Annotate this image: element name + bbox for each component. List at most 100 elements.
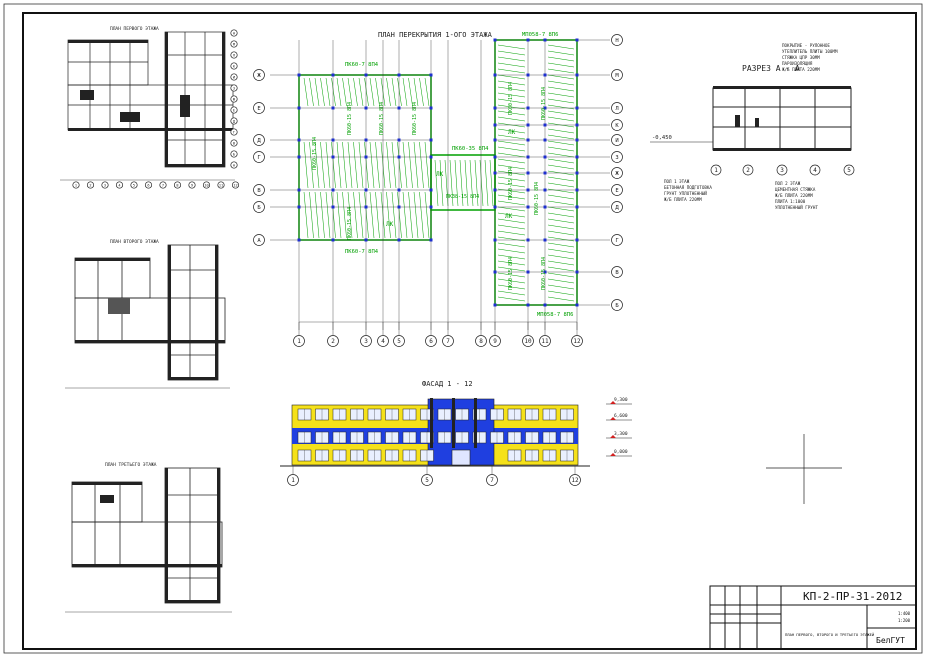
column-node: [397, 205, 401, 209]
inner-frame: [22, 12, 917, 650]
hatch-stroke: [464, 159, 469, 207]
section-note-left-line: Ж/Б ПЛИТА 220ММ: [664, 197, 702, 202]
plan2-title: ПЛАН ВТОРОГО ЭТАЖА: [110, 239, 159, 245]
sheet-description: ПЛАН ПЕРВОГО, ВТОРОГО И ТРЕТЬЕГО ЭТАЖЕЙ: [785, 632, 875, 637]
column-node: [331, 73, 335, 77]
column-node: [493, 73, 497, 77]
hatch-stroke: [497, 164, 526, 170]
column-node: [526, 138, 530, 142]
column-node: [364, 138, 368, 142]
axis-left-Д-circle: [253, 134, 265, 146]
axis-right-З-label: З: [615, 155, 618, 161]
plan1-axis-r-Ж-circle: [230, 95, 238, 103]
hatch-stroke: [547, 146, 575, 152]
hatch-stroke: [369, 191, 375, 239]
hatch-stroke: [325, 77, 331, 107]
hatch-stroke: [424, 141, 430, 189]
axis-bottom-7-label: 7: [446, 338, 450, 345]
plan1-axis-7-label: 7: [162, 183, 164, 187]
column-node: [493, 123, 497, 127]
hatch-stroke: [497, 230, 526, 236]
column-node: [297, 138, 301, 142]
level-marker: [610, 401, 616, 404]
axis-bottom-2-label: 2: [331, 338, 335, 345]
plan1-axis-8-circle: [173, 181, 182, 189]
hatch-stroke: [547, 206, 575, 212]
section-axis-3-label: 3: [780, 167, 784, 174]
hatch-stroke: [497, 296, 526, 302]
section-note-left-line: ГРУНТ УПЛОТНЕННЫЙ: [664, 191, 707, 196]
axis-left-Б-circle: [253, 201, 265, 213]
column-node: [364, 188, 368, 192]
column-node: [575, 188, 579, 192]
hatch-stroke: [353, 191, 358, 239]
scale-2: 1:200: [898, 618, 911, 623]
plan1-axis-r-Н-label: Н: [233, 31, 235, 35]
section-note-right-line: ЦЕМЕНТНАЯ СТЯЖКА: [775, 187, 816, 192]
plan1-axis-r-К-circle: [230, 62, 238, 70]
plan1-axis-r-К-label: К: [233, 64, 236, 68]
hatch-stroke: [497, 290, 526, 296]
section-axis-5-label: 5: [847, 167, 851, 174]
section-axis-3-circle: [776, 164, 788, 176]
main-grid: [270, 39, 610, 330]
hatch-stroke: [497, 206, 526, 212]
hatch-stroke: [547, 278, 575, 284]
column-node: [429, 73, 433, 77]
column-node: [429, 106, 433, 110]
hatch-stroke: [497, 110, 526, 116]
facade-windows: [297, 398, 574, 462]
hatch-stroke: [342, 191, 347, 239]
level-marker: [610, 453, 616, 456]
plan1-axis-1-label: 1: [75, 183, 77, 187]
hatch-stroke: [449, 159, 454, 207]
column-node: [331, 205, 335, 209]
axis-right-К-label: К: [615, 123, 619, 129]
column-node: [526, 171, 530, 175]
column-node: [575, 171, 579, 175]
axis-right-Н-circle: [611, 34, 623, 46]
plan1-axis-r-Е-label: Е: [233, 108, 235, 112]
hatch-stroke: [497, 224, 526, 230]
column-node: [543, 73, 547, 77]
hatch-stroke: [347, 191, 353, 239]
level-marker: [610, 435, 616, 438]
hatch-stroke: [320, 191, 325, 239]
axis-right-Г-label: Г: [615, 238, 619, 244]
hatch-stroke: [375, 77, 380, 107]
hatch-stroke: [547, 110, 575, 116]
axis-right-В-circle: [611, 266, 623, 278]
hatch-stroke: [497, 44, 526, 50]
column-node: [575, 123, 579, 127]
axis-bottom-3-circle: [360, 335, 372, 347]
hatch-stroke: [391, 141, 397, 189]
column-node: [364, 238, 368, 242]
plan1-axis-6-circle: [144, 181, 153, 189]
hatch-stroke: [303, 191, 309, 239]
column-node: [297, 205, 301, 209]
hatch-stroke: [320, 77, 325, 107]
hatch-stroke: [497, 98, 526, 104]
hatch-stroke: [547, 230, 575, 236]
column-node: [493, 238, 497, 242]
column-node: [526, 303, 530, 307]
column-node: [543, 38, 547, 42]
plan1-axis-r-И-label: И: [233, 75, 235, 79]
column-node: [429, 138, 433, 142]
hatch-stroke: [364, 141, 369, 189]
column-node: [526, 38, 530, 42]
hatch-label-3: ЛК: [386, 221, 394, 228]
hatch-stroke: [314, 77, 320, 107]
axis-right-Ж-label: Ж: [615, 171, 619, 177]
section-axis-5-circle: [843, 164, 855, 176]
section-axis-1-circle: [710, 164, 722, 176]
hatch-stroke: [325, 141, 331, 189]
hatch-stroke: [497, 248, 526, 254]
column-node: [429, 238, 433, 242]
facade-axis-7-label: 7: [490, 477, 494, 484]
plan1-axis-r-Н-circle: [230, 29, 238, 37]
hatch-stroke: [547, 236, 575, 242]
hatch-stroke: [497, 194, 526, 200]
